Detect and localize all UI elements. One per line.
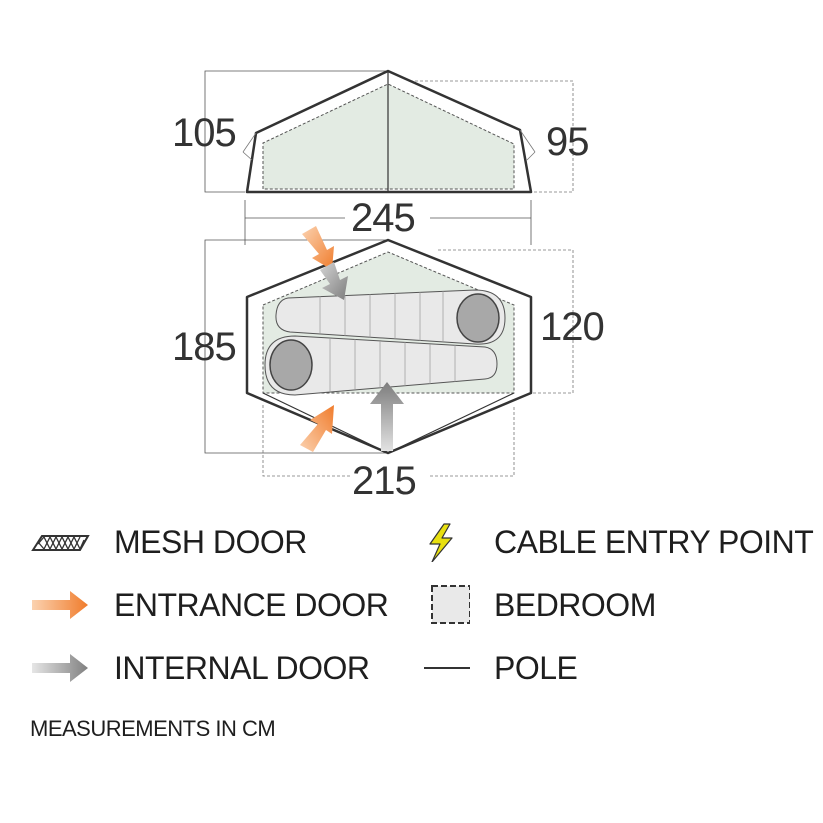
side-guy-right [519,129,536,153]
legend-internal-door-label: INTERNAL DOOR [114,649,370,686]
side-guy-right-b [526,151,536,161]
legend-internal-door: INTERNAL DOOR [30,648,370,688]
side-guy-left-b [242,151,253,161]
legend-bedroom: BEDROOM [410,585,656,625]
pole-line-icon [424,667,470,669]
legend-mesh-door: MESH DOOR [30,522,307,562]
length-top-dimension: 245 [244,196,532,245]
side-left-height-label: 105 [172,111,236,155]
side-right-dimension-line [390,80,574,193]
floor-plan: 185 120 215 [172,226,605,503]
side-guy-left [242,132,257,153]
measurements-note: MEASUREMENTS IN CM [30,716,276,741]
legend-cable-entry: CABLE ENTRY POINT [410,522,814,562]
floor-left-dimension-line [204,239,388,454]
length-top-label: 245 [351,196,415,240]
floor-bottom-dimension-line-right [430,405,515,477]
legend-pole: POLE [410,648,578,688]
legend-entrance-door-label: ENTRANCE DOOR [114,586,389,623]
floor-bottom-dimension-line [262,405,350,477]
lightning-bolt-icon [429,523,453,562]
side-left-dimension-line [204,70,388,193]
legend-cable-entry-label: CABLE ENTRY POINT [494,523,814,560]
internal-arrow-bottom [370,382,404,451]
legend-pole-label: POLE [494,649,578,686]
floor-right-dimension-line [438,249,574,394]
side-right-height-label: 95 [546,120,589,164]
legend-entrance-door: ENTRANCE DOOR [30,585,389,625]
floor-pole-right [387,392,515,454]
internal-door-icon [32,654,88,682]
side-view: 105 95 [172,69,590,194]
floor-right-depth-label: 120 [540,305,604,349]
sleeping-bag-top [275,289,506,345]
legend-bedroom-label: BEDROOM [494,586,656,623]
bedroom-swatch-icon [431,585,470,624]
entrance-arrow-bottom [300,405,334,452]
sleeping-bag-bottom [264,335,498,396]
length-bottom-label: 215 [352,459,416,503]
floor-left-depth-label: 185 [172,325,236,369]
internal-arrow-top [320,262,348,300]
mesh-door-icon [31,535,90,551]
entrance-arrow-top [302,226,334,270]
legend-mesh-door-label: MESH DOOR [114,523,307,560]
entrance-door-icon [32,591,88,619]
